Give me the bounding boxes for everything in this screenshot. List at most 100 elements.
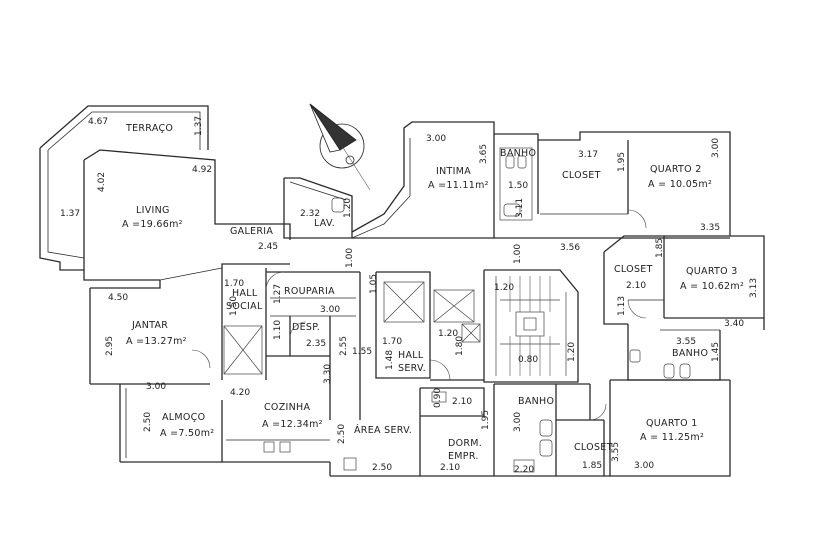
room-name-quarto3: QUARTO 3 [686,266,738,277]
dimension-label: 4.50 [108,293,128,303]
dimension-label: 1.85 [655,238,665,258]
dimension-label: 2.32 [300,209,320,219]
room-name-quarto2: QUARTO 2 [650,164,702,175]
room-name-cozinha: COZINHA [264,402,310,413]
room-area-hall-serv: SERV. [398,363,426,374]
dimension-label: 3.00 [634,461,654,471]
dimension-label: 4.20 [230,388,250,398]
dimension-label: 4.02 [97,172,107,192]
north-arrow-icon [309,103,371,191]
dimension-label: 1.70 [224,279,244,289]
dimension-label: 1.27 [273,284,283,304]
room-labels: TERRAÇO LIVING A =19.66m² GALERIA LAV. I… [122,123,744,462]
dimension-label: 3.00 [146,382,166,392]
room-name-almoco: ALMOÇO [162,412,205,423]
dimension-label: 3.00 [320,305,340,315]
dimension-label: 1.48 [385,350,395,370]
dimension-label: 2.95 [105,336,115,356]
dimension-label: 3.65 [479,144,489,164]
room-name-intima: INTIMA [436,166,471,177]
dimension-label: 3.00 [711,138,721,158]
dimension-label: 3.00 [426,134,446,144]
dimension-label: 4.67 [88,117,108,127]
dimension-label: 2.20 [514,465,534,475]
room-area-hall-social: SOCIAL [226,301,263,312]
dimension-label: 2.10 [626,281,646,291]
room-name-dorm: DORM. [448,438,482,449]
service-walls [119,379,731,477]
dimension-label: 0.80 [518,355,538,365]
dimension-label: 1.10 [273,320,283,340]
dimension-label: 3.30 [323,364,333,384]
room-name-galeria: GALERIA [230,226,273,237]
dimension-label: 2.45 [258,242,278,252]
dimension-label: 1.00 [513,244,523,264]
dimension-label: 3.55 [676,337,696,347]
dimension-label: 1.50 [508,181,528,191]
dimension-label: 2.35 [306,339,326,349]
room-area-quarto3: A = 10.62m² [680,281,744,292]
room-name-hall-serv: HALL [398,350,424,361]
room-name-hall-social: HALL [232,288,258,299]
room-name-living: LIVING [136,205,170,216]
dimension-labels: 4.67 1.37 1.37 4.02 4.92 2.32 1.20 2.45 … [60,116,759,475]
dimension-label: 1.37 [60,209,80,219]
room-name-closet-suite: CLOSET [562,170,601,181]
core-walls [375,269,579,383]
room-area-jantar: A =13.27m² [126,336,187,347]
room-name-closet-q3: CLOSET [614,264,653,275]
dimension-label: 2.10 [440,463,460,473]
dimension-label: 3.56 [560,243,580,253]
dimension-label: 1.85 [582,461,602,471]
dimension-label: 1.05 [369,274,379,294]
dimension-label: 1.20 [438,329,458,339]
dimension-label: 3.17 [578,150,598,160]
dimension-label: 2.50 [143,412,153,432]
dimension-label: 4.92 [192,165,212,175]
room-area-cozinha: A =12.34m² [262,419,323,430]
dimension-label: 2.50 [372,463,392,473]
dimension-label: 1.95 [481,410,491,430]
dimension-label: 1.00 [345,248,355,268]
dimension-label: 1.55 [352,347,372,357]
lavabo-walls [283,121,495,239]
dimension-label: 1.50 [229,296,239,316]
dimension-label: 3.35 [700,223,720,233]
dimension-label: 3.13 [749,278,759,298]
terrace-outline [39,105,209,271]
room-name-lav: LAV. [314,218,335,229]
dimension-label: 1.20 [343,198,353,218]
room-area-intima: A =11.11m² [428,180,489,191]
dimension-label: 1.80 [455,336,465,356]
room-area-almoco: A =7.50m² [160,428,214,439]
room-name-desp: DESP. [292,322,320,333]
room-name-banho-q3: BANHO [672,348,708,359]
dimension-label: 2.50 [337,424,347,444]
room-area-dorm: EMPR. [448,451,479,462]
despensa-walls [266,316,331,420]
central-walls [89,268,361,420]
dimension-label: 1.95 [617,152,627,172]
room-name-area-serv: ÁREA SERV. [354,424,412,436]
room-name-banho-empr: BANHO [518,396,554,407]
room-name-closet-q1: CLOSET [574,442,613,453]
dimension-label: 1.13 [617,296,627,316]
living-walls [83,149,291,281]
room-area-quarto1: A = 11.25m² [640,432,704,443]
room-name-quarto1: QUARTO 1 [646,418,698,429]
dimension-label: 1.20 [567,342,577,362]
dimension-label: 1.70 [382,337,402,347]
dimension-label: 1.45 [711,342,721,362]
dimension-label: 1.37 [194,116,204,136]
room-name-jantar: JANTAR [131,320,168,331]
room-area-living: A =19.66m² [122,219,183,230]
room-name-terraco: TERRAÇO [125,123,173,134]
dimension-label: 3.55 [611,442,621,462]
dimension-label: 0.90 [433,388,443,408]
dimension-label: 3.40 [724,319,744,329]
room-area-quarto2: A = 10.05m² [648,179,712,190]
dimension-label: 1.20 [494,283,514,293]
dimension-label: 3.00 [513,412,523,432]
room-name-rouparia: ROUPARIA [284,286,335,297]
